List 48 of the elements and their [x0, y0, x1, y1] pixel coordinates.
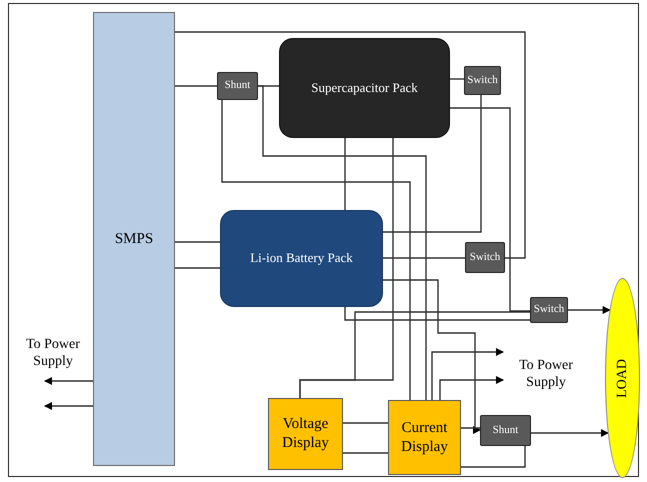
connector-line [343, 422, 388, 424]
node-label: Switch [466, 74, 499, 88]
shunt-block [217, 72, 258, 100]
connector-line [344, 138, 346, 210]
node-label: Switch [532, 303, 566, 317]
node-label: To Power Supply [25, 336, 81, 370]
arrow [383, 279, 481, 434]
load-ellipse [605, 278, 640, 478]
arrow [44, 402, 93, 410]
node-label: Li-ion Battery Pack [249, 250, 354, 267]
supercapacitor-block [279, 38, 450, 138]
node-label: Voltage Display [281, 415, 330, 453]
connector-line [175, 85, 217, 87]
power-supply-block [93, 12, 175, 466]
arrow [44, 377, 93, 385]
switch-block [530, 297, 568, 323]
arrow [431, 348, 504, 400]
node-label: Current Display [400, 418, 449, 456]
node-label: Switch [468, 250, 502, 264]
connector-line [461, 427, 480, 429]
node-label: SMPS [114, 230, 154, 248]
arrow [439, 376, 504, 400]
connector-line [258, 85, 427, 400]
node-label: Supercapacitor Pack [310, 80, 419, 96]
connector-line [383, 95, 482, 233]
connector-line [175, 31, 526, 259]
arrow [531, 429, 609, 437]
connector-line [221, 100, 411, 400]
display-block [388, 400, 461, 475]
connector-line [461, 446, 526, 468]
battery-block [220, 210, 383, 307]
connector-line [175, 241, 220, 243]
node-label: Shunt [492, 424, 520, 438]
connector-line [450, 78, 464, 80]
display-block [268, 398, 343, 470]
connector-line [450, 107, 530, 312]
switch-block [465, 242, 505, 273]
shunt-block [480, 415, 531, 446]
connector-line [343, 452, 388, 454]
connector-line [299, 311, 530, 398]
node-label: LOAD [614, 358, 631, 398]
switch-block [464, 66, 501, 95]
connector-line [344, 307, 530, 321]
arrow [568, 306, 611, 314]
node-label: To Power Supply [518, 356, 574, 392]
connector-line [383, 257, 465, 259]
connector-line [175, 267, 220, 269]
node-label: Shunt [224, 79, 252, 93]
